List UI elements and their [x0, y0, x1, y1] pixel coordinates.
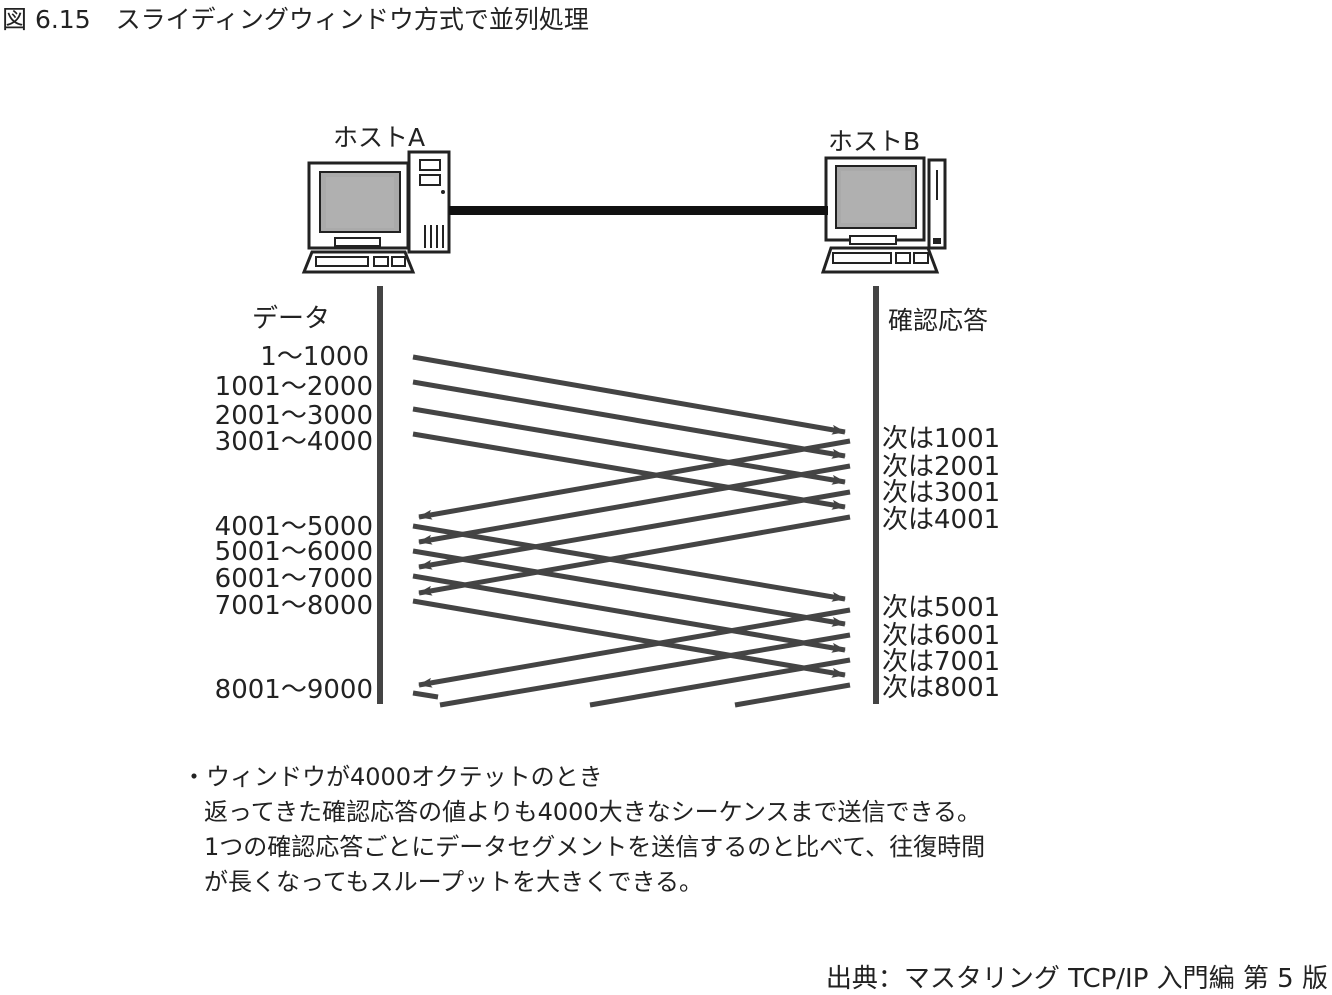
ack-label: 次は6001: [882, 621, 1001, 651]
note-line: 返ってきた確認応答の値よりも4000大きなシーケンスまで送信できる。: [204, 798, 981, 826]
segment-label: 2001〜3000: [214, 401, 373, 431]
ack-arrow: [734, 682, 851, 708]
ack-arrow: [439, 632, 851, 708]
ack-column-header: 確認応答: [888, 306, 989, 335]
ack-arrow: [589, 657, 851, 708]
segment-label: 6001〜7000: [214, 564, 373, 594]
explanation-note: ・ウィンドウが4000オクテットのとき 返ってきた確認応答の値よりも4000大き…: [182, 760, 985, 900]
data-column-header: データ: [252, 304, 331, 334]
host-a-computer-icon: [301, 150, 451, 274]
source-citation: 出典：マスタリング TCP/IP 入門編 第 5 版: [825, 964, 1328, 994]
data-arrow: [412, 523, 846, 602]
data-arrow: [412, 690, 439, 700]
segment-label: 7001〜8000: [214, 591, 373, 621]
note-line: が長くなってもスループットを大きくできる。: [204, 868, 703, 896]
data-arrow: [412, 431, 846, 510]
segment-label: 3001〜4000: [214, 427, 373, 457]
host-b-computer-icon: [820, 156, 947, 274]
segment-label: 5001〜6000: [214, 537, 373, 567]
segment-label: 8001〜9000: [214, 675, 373, 705]
data-arrow: [412, 598, 846, 678]
ack-arrow: [418, 489, 851, 570]
segment-label: 1001〜2000: [214, 372, 373, 402]
ack-label: 次は2001: [882, 452, 1001, 482]
note-line: 1つの確認応答ごとにデータセグメントを送信するのと比べて、往復時間: [204, 833, 986, 861]
figure-title: 図 6.15 スライディングウィンドウ方式で並列処理: [2, 5, 589, 34]
note-bullet: ・ウィンドウが4000オクテットのとき: [182, 763, 603, 791]
ack-label: 次は8001: [882, 673, 1001, 703]
ack-arrow: [418, 514, 851, 596]
ack-arrow: [418, 438, 851, 520]
ack-label: 次は1001: [882, 424, 1001, 454]
data-arrow: [412, 548, 846, 627]
data-arrow: [412, 354, 846, 435]
ack-arrow: [418, 607, 851, 688]
host-a-label: ホストA: [333, 123, 426, 152]
network-cable: [449, 206, 828, 215]
segment-label: 1〜1000: [260, 342, 369, 372]
data-arrow: [412, 406, 846, 485]
ack-label: 次は3001: [882, 478, 1001, 508]
ack-arrow: [418, 463, 851, 545]
data-arrow: [412, 379, 846, 459]
host-b-label: ホストB: [828, 127, 921, 156]
ack-label: 次は4001: [882, 505, 1001, 535]
ack-label: 次は5001: [882, 593, 1001, 623]
data-arrow: [412, 573, 846, 653]
segment-label: 4001〜5000: [214, 512, 373, 542]
ack-label: 次は7001: [882, 647, 1001, 677]
